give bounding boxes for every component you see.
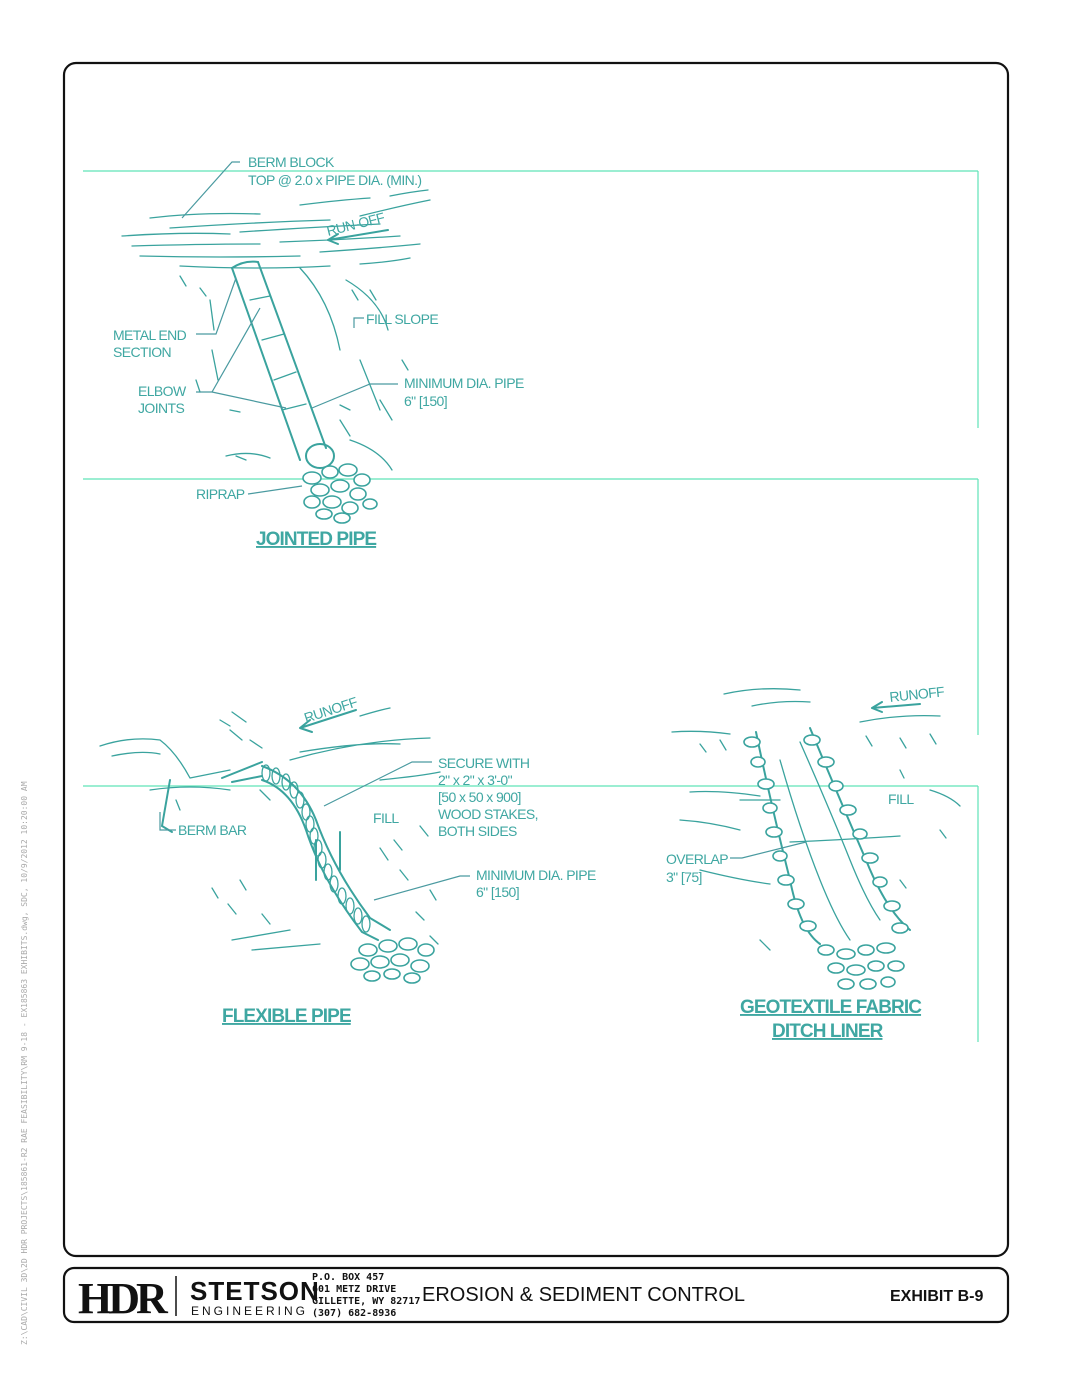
geotextile-detail: RUNOFF FILL OVERLAP 3" [75] GEOTEXTILE F… xyxy=(666,683,961,1042)
min-pipe-size-label: 6" [150] xyxy=(404,393,447,409)
overlap-size-label: 3" [75] xyxy=(666,869,702,885)
address-phone: (307) 682-8936 xyxy=(312,1308,396,1319)
address-street: 601 METZ DRIVE xyxy=(312,1284,396,1295)
outlet-rocks xyxy=(350,937,435,984)
geo-fill-label: FILL xyxy=(888,791,914,807)
address-po-box: P.O. BOX 457 xyxy=(312,1272,384,1283)
jointed-pipe-detail: BERM BLOCK TOP @ 2.0 x PIPE DIA. (MIN.) … xyxy=(113,154,525,550)
riprap-rocks xyxy=(302,463,378,524)
metal-end-label: METAL END xyxy=(113,327,187,343)
flexible-pipe-title: FLEXIBLE PIPE xyxy=(222,1006,351,1027)
min-pipe-label: MINIMUM DIA. PIPE xyxy=(404,375,524,391)
ditch-liner-title: DITCH LINER xyxy=(772,1021,884,1042)
wood-stakes-label: WOOD STAKES, xyxy=(438,806,538,822)
joints-label: JOINTS xyxy=(138,400,184,416)
address-city: GILLETTE, WY 82717 xyxy=(312,1296,420,1307)
title-block: HDR STETSON ENGINEERING P.O. BOX 457 601… xyxy=(62,1266,1010,1324)
flex-fill-label: FILL xyxy=(373,810,399,826)
fill-slope-label: FILL SLOPE xyxy=(366,311,438,327)
stake-size-label: 2" x 2" x 3'-0" xyxy=(438,772,513,788)
geotextile-title: GEOTEXTILE FABRIC xyxy=(740,997,922,1018)
berm-block-label: BERM BLOCK xyxy=(248,154,335,170)
drawing-border xyxy=(62,61,1010,1258)
hdr-logo: HDR xyxy=(78,1274,169,1323)
flex-min-pipe-size-label: 6" [150] xyxy=(476,884,519,900)
metal-end-section-label: SECTION xyxy=(113,344,171,360)
elbow-label: ELBOW xyxy=(138,383,187,399)
flex-runoff-label: RUNOFF xyxy=(302,694,359,726)
flex-min-pipe-label: MINIMUM DIA. PIPE xyxy=(476,867,596,883)
overlap-label: OVERLAP xyxy=(666,851,728,867)
both-sides-label: BOTH SIDES xyxy=(438,823,517,839)
exhibit-number: EXHIBIT B-9 xyxy=(890,1288,983,1305)
riprap-label: RIPRAP xyxy=(196,486,245,502)
layout-guides xyxy=(83,170,979,1042)
pipe-corrugations xyxy=(261,764,371,933)
geo-runoff-label: RUNOFF xyxy=(889,683,945,705)
stake-metric-label: [50 x 50 x 900] xyxy=(438,789,521,805)
liner-rocks xyxy=(743,734,909,990)
file-path-text: Z:\CAD\CIVIL 3D\2D HDR PROJECTS\185861-R… xyxy=(20,781,29,1345)
jointed-pipe-title: JOINTED PIPE xyxy=(256,529,376,550)
stetson-logo: STETSON xyxy=(190,1276,320,1306)
flexible-pipe-detail: RUNOFF BERM BAR FILL SECURE WITH 2" x 2"… xyxy=(99,694,597,1027)
drawing-title: EROSION & SEDIMENT CONTROL xyxy=(422,1284,745,1306)
berm-bar-label: BERM BAR xyxy=(178,822,247,838)
engineering-logo-text: ENGINEERING xyxy=(191,1304,308,1318)
secure-with-label: SECURE WITH xyxy=(438,755,529,771)
berm-block-top-label: TOP @ 2.0 x PIPE DIA. (MIN.) xyxy=(248,172,422,188)
